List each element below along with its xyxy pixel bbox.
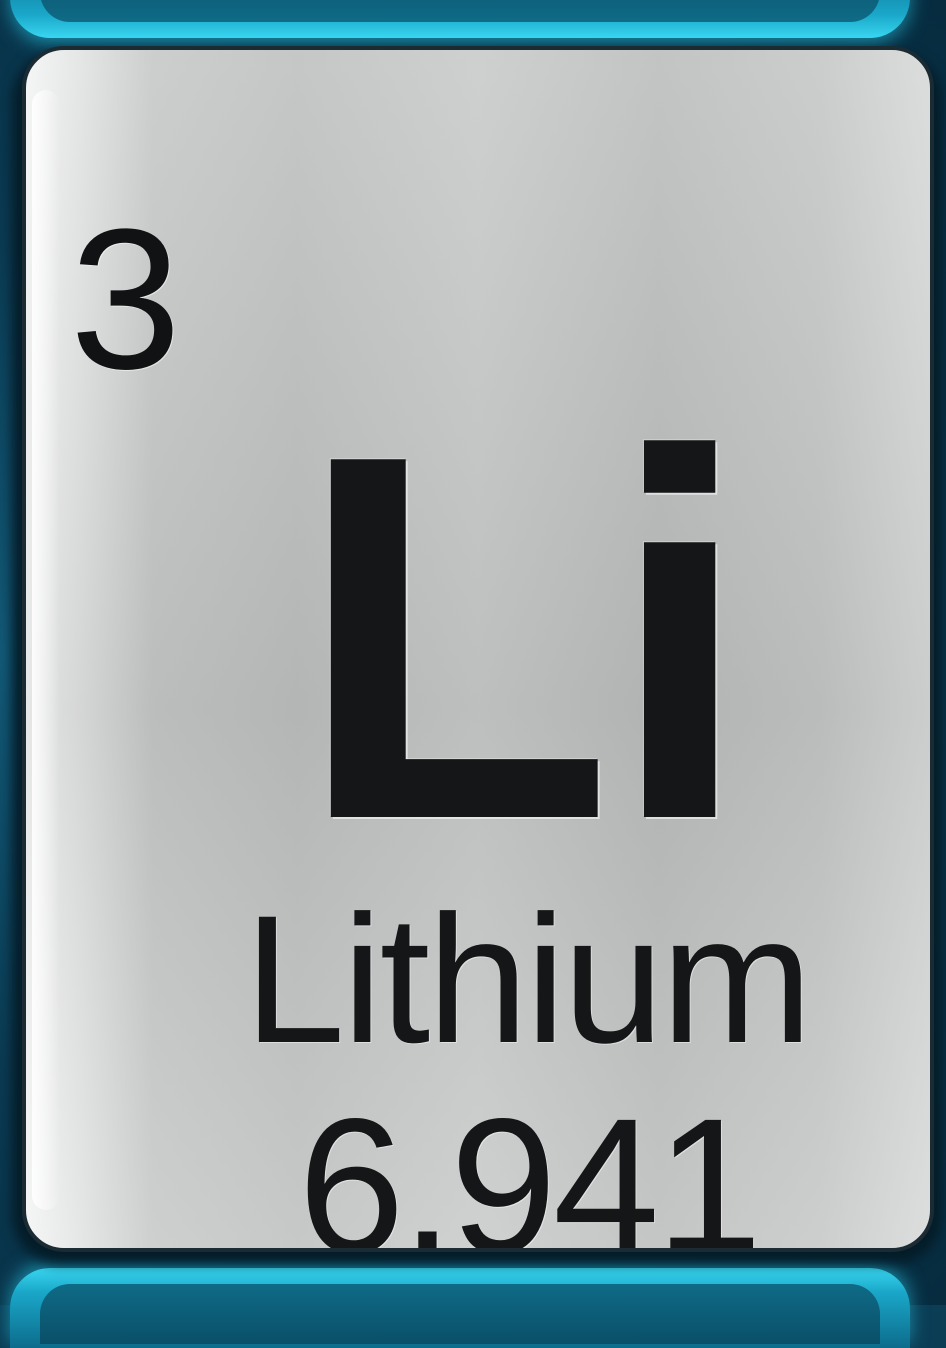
atomic-mass: 6.941 — [298, 1078, 762, 1252]
element-tile: 3 Li Lithium 6.941 — [22, 46, 934, 1252]
element-symbol: Li — [296, 347, 752, 928]
atomic-number: 3 — [70, 188, 181, 411]
adjacent-tile-top-face — [40, 0, 880, 22]
adjacent-tile-bottom-face — [40, 1284, 880, 1344]
element-name: Lithium — [244, 877, 813, 1081]
